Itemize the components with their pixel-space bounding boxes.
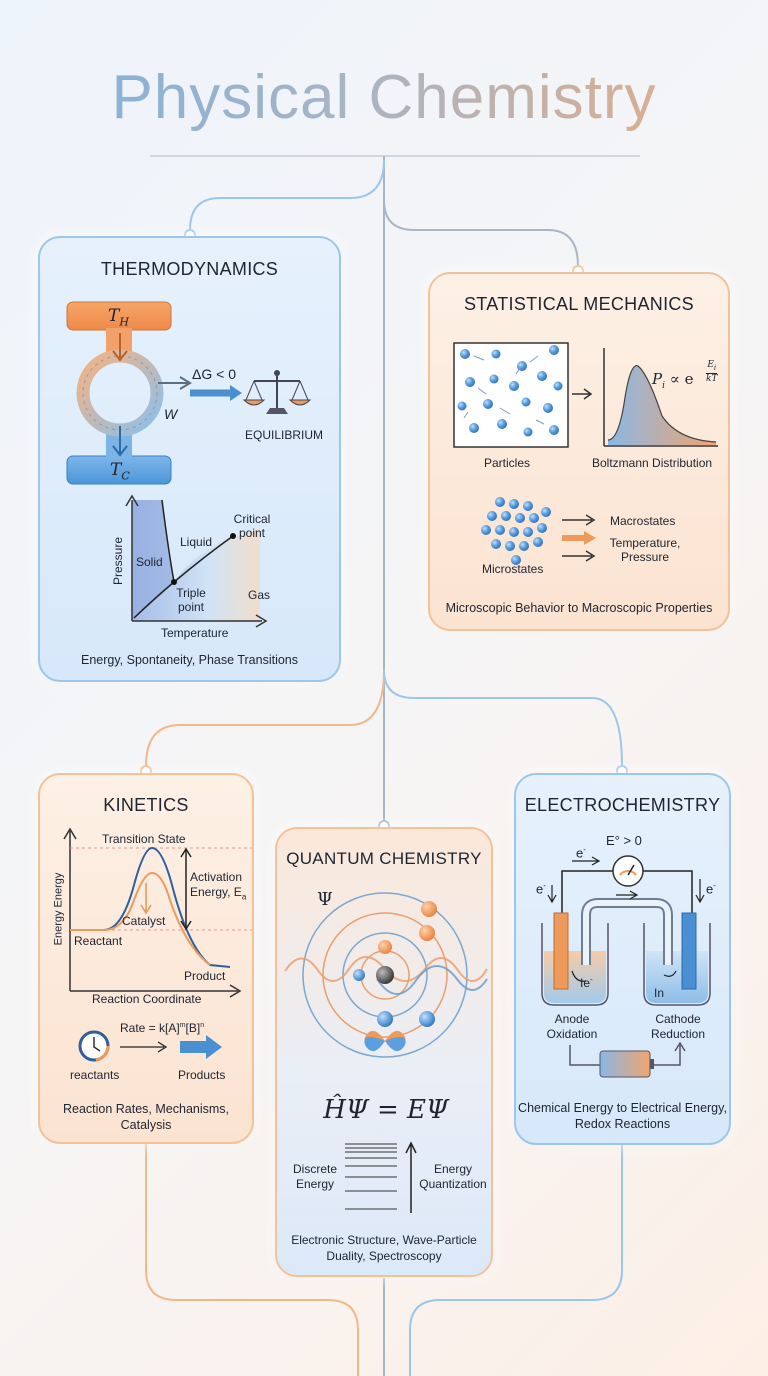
energy-quantization-label: Energy Quantization bbox=[419, 1162, 487, 1191]
pressure-axis-label: Pressure bbox=[111, 536, 126, 586]
oxidation-label: Oxidation bbox=[546, 1027, 598, 1041]
temperature-axis-label: Temperature bbox=[161, 626, 229, 640]
anode-label: Anode bbox=[554, 1012, 590, 1026]
boltzmann-label: Boltzmann Distribution bbox=[592, 456, 713, 470]
standard-potential-label: E° > 0 bbox=[606, 833, 642, 848]
activation-energy-label: Activation Energy, Ea bbox=[190, 870, 247, 902]
heat-engine-diagram bbox=[66, 301, 312, 628]
cathode-label: Cathode bbox=[655, 1012, 701, 1026]
quantum-chemistry-title: QUANTUM CHEMISTRY bbox=[286, 849, 482, 868]
reaction-coordinate-label: Reaction Coordinate bbox=[92, 992, 202, 1006]
electron-label-left: e- bbox=[536, 881, 546, 897]
energy-axis-label: Energy Energy bbox=[52, 872, 65, 946]
particles-and-distribution bbox=[453, 342, 718, 565]
temperature-pressure-label: Temperature, Pressure bbox=[609, 536, 681, 564]
cathode-ion-label: In bbox=[654, 986, 665, 1000]
boltzmann-exponent: Ei kT bbox=[706, 360, 718, 384]
microstates-label: Microstates bbox=[482, 562, 544, 576]
gibbs-label: ΔG < 0 bbox=[192, 366, 236, 382]
statistical-mechanics-card: STATISTICAL MECHANICS bbox=[428, 272, 730, 631]
galvanic-cell-diagram bbox=[541, 855, 711, 1078]
statistical-mechanics-title: STATISTICAL MECHANICS bbox=[464, 294, 694, 314]
products-label: Products bbox=[178, 1068, 226, 1082]
rate-law-label: Rate = k[A]m[B]n bbox=[120, 1021, 205, 1035]
schrodinger-equation: ĤΨ = EΨ bbox=[323, 1095, 449, 1125]
hot-reservoir-label: TH bbox=[108, 306, 129, 329]
energy-profile-diagram bbox=[63, 827, 252, 1062]
anode-ion-label: Ie- bbox=[580, 975, 593, 990]
work-label: W bbox=[164, 406, 178, 422]
boltzmann-formula: Pi ∝ e bbox=[652, 370, 694, 391]
statistical-mechanics-footer: Microscopic Behavior to Macroscopic Prop… bbox=[445, 601, 713, 615]
macrostates-label: Macrostates bbox=[610, 514, 676, 528]
quantum-chemistry-card: QUANTUM CHEMISTRY Ψ ĤΨ = E bbox=[275, 827, 493, 1277]
equilibrium-label: EQUILIBRIUM bbox=[245, 428, 324, 442]
thermodynamics-footer: Energy, Spontaneity, Phase Transitions bbox=[80, 653, 299, 667]
electron-label-top: e- bbox=[576, 845, 586, 861]
product-label: Product bbox=[184, 969, 226, 983]
kinetics-title: KINETICS bbox=[103, 795, 189, 815]
atom-orbital-diagram bbox=[284, 892, 488, 1213]
cold-reservoir-label: TC bbox=[110, 460, 130, 483]
liquid-label: Liquid bbox=[180, 535, 213, 549]
solid-label: Solid bbox=[136, 555, 163, 569]
thermodynamics-title: THERMODYNAMICS bbox=[100, 259, 279, 279]
catalyst-label: Catalyst bbox=[122, 914, 166, 928]
reactant-label: Reactant bbox=[74, 934, 123, 948]
reactants-label: reactants bbox=[70, 1068, 120, 1082]
electron-label-right: e- bbox=[706, 881, 716, 897]
quantum-chemistry-footer: Electronic Structure, Wave-Particle Dual… bbox=[291, 1233, 477, 1263]
transition-state-label: Transition State bbox=[102, 832, 186, 846]
page-title: Physical Chemistry bbox=[0, 62, 768, 133]
discrete-energy-label: Discrete Energy bbox=[292, 1162, 337, 1191]
kinetics-footer: Reaction Rates, Mechanisms, Catalysis bbox=[62, 1102, 230, 1132]
particles-label: Particles bbox=[484, 456, 531, 470]
electrochemistry-footer: Chemical Energy to Electrical Energy, Re… bbox=[518, 1101, 727, 1131]
electrochemistry-card: ELECTROCHEMISTRY E° bbox=[514, 773, 731, 1145]
gas-label: Gas bbox=[248, 588, 271, 602]
triple-point-label: Triple point bbox=[176, 586, 206, 614]
electrochemistry-title: ELECTROCHEMISTRY bbox=[524, 795, 721, 815]
thermodynamics-card: THERMODYNAMICS bbox=[38, 236, 341, 682]
kinetics-card: KINETICS Transition State Activation Ene… bbox=[38, 773, 254, 1144]
critical-point-label: Critical point bbox=[233, 512, 271, 540]
psi-label: Ψ bbox=[317, 889, 333, 910]
reduction-label: Reduction bbox=[650, 1027, 706, 1041]
